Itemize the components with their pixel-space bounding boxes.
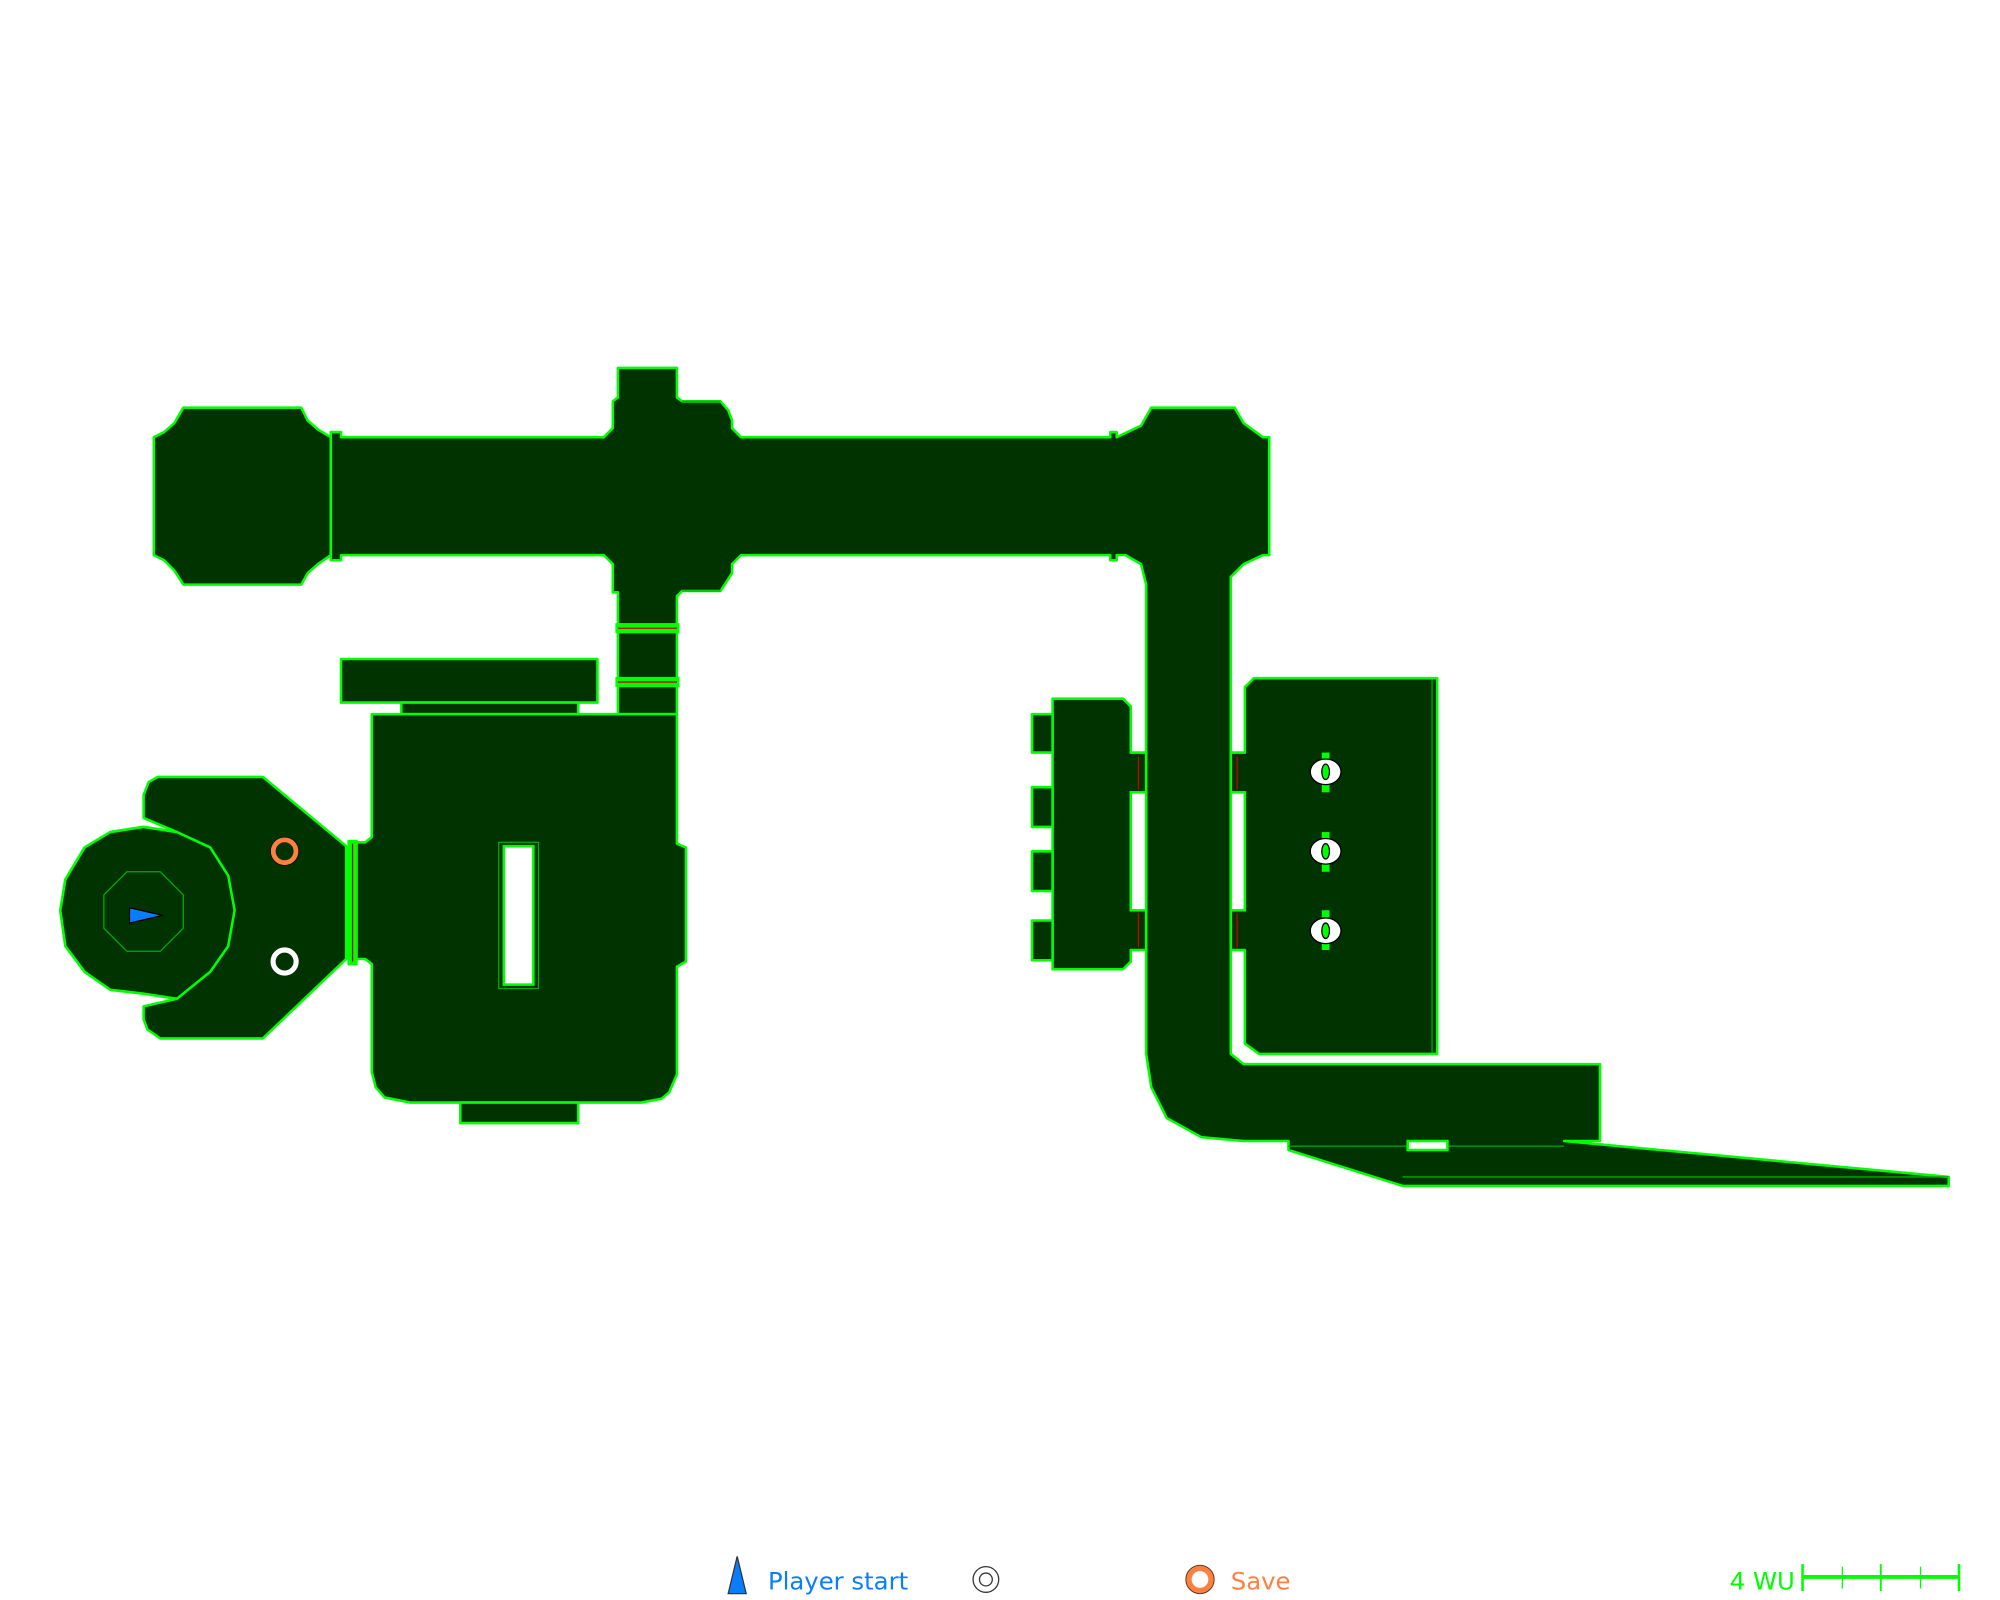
closet [1030, 712, 1054, 754]
player-start-icon [128, 906, 163, 924]
legend: Player start Save 4 WU [727, 1556, 1961, 1596]
gap [1129, 791, 1148, 912]
closet [1030, 850, 1054, 893]
start-pad [103, 871, 184, 952]
closet [1030, 785, 1054, 829]
closet [1030, 919, 1054, 962]
player-start-icon [727, 1556, 747, 1595]
pickup-marker[interactable] [1309, 752, 1342, 793]
east-large-room [1229, 676, 1439, 1056]
pickup-marker[interactable] [1309, 910, 1342, 950]
save-point-icon [1185, 1564, 1215, 1595]
gap [1229, 791, 1247, 912]
north-ledge [339, 657, 599, 704]
gap [1406, 1139, 1449, 1152]
south-alcove [458, 1101, 580, 1125]
scale-label: 4 WU [1730, 1567, 1795, 1596]
west-room [152, 406, 333, 586]
save-point-icon[interactable] [270, 837, 299, 866]
legend-save: Save [1231, 1567, 1291, 1596]
pillar-outline [498, 841, 540, 990]
pickup-marker[interactable] [1309, 832, 1342, 872]
ring-marker-icon[interactable] [270, 947, 299, 976]
pillar [502, 844, 535, 986]
scale-bar [1801, 1564, 1961, 1592]
legend-player-start: Player start [768, 1567, 908, 1596]
ledge-step [400, 701, 580, 716]
east-small-room [1051, 697, 1148, 971]
